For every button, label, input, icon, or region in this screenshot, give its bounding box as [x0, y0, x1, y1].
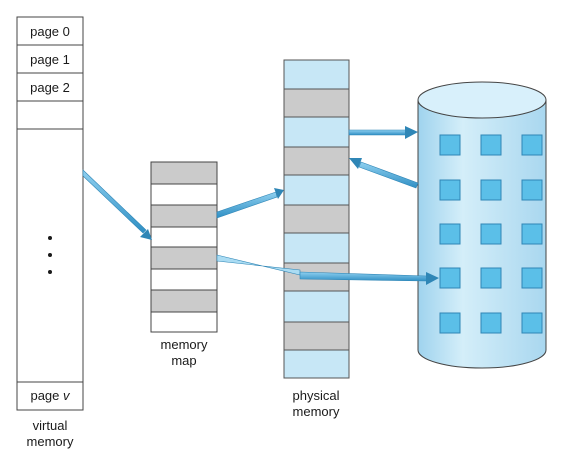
virtual-page-2: page 2 [30, 80, 70, 95]
disk-blocks [439, 134, 543, 334]
disk-block [521, 223, 543, 245]
memory-map-entry [150, 204, 218, 228]
disk-block [439, 267, 461, 289]
virtual-page-1: page 1 [30, 52, 70, 67]
ellipsis-dot [48, 253, 52, 257]
disk-block [439, 312, 461, 334]
physical-memory: physical memory [283, 59, 350, 419]
physical-memory-label-line1: physical [293, 388, 340, 403]
arrow-physical-to-disk [348, 126, 418, 139]
virtual-memory: page 0 page 1 page 2 page v virtual memo… [16, 16, 84, 449]
memory-map: memory map [150, 161, 218, 368]
arrow-virtual-to-map [82, 169, 152, 240]
disk-block [521, 312, 543, 334]
disk-block [480, 223, 502, 245]
disk-block [480, 134, 502, 156]
ellipsis-dot [48, 236, 52, 240]
disk-backing-store [417, 81, 547, 369]
arrow-map-to-disk [216, 254, 439, 285]
virtual-page-0: page 0 [30, 24, 70, 39]
physical-frame [283, 204, 350, 234]
ellipsis-dot [48, 270, 52, 274]
disk-block [480, 179, 502, 201]
disk-block [439, 134, 461, 156]
disk-block [480, 312, 502, 334]
memory-map-label-line1: memory [161, 337, 208, 352]
disk-block [439, 223, 461, 245]
physical-frame [283, 321, 350, 351]
virtual-memory-box [16, 16, 84, 411]
physical-frame [283, 146, 350, 176]
memory-map-entry [150, 289, 218, 313]
memory-map-entry [150, 246, 218, 270]
virtual-memory-label-line2: memory [27, 434, 74, 449]
virtual-page-v: page v [30, 388, 71, 403]
physical-memory-label-line2: memory [293, 404, 340, 419]
disk-block [521, 134, 543, 156]
mapping-arrows [82, 126, 439, 285]
memory-map-entry [150, 161, 218, 185]
memory-map-label-line2: map [171, 353, 196, 368]
disk-block [480, 267, 502, 289]
arrow-disk-to-physical [349, 158, 419, 189]
disk-block [521, 267, 543, 289]
disk-cylinder-top [417, 81, 547, 119]
disk-block [439, 179, 461, 201]
physical-frame [283, 88, 350, 118]
disk-block [521, 179, 543, 201]
arrow-map-to-physical [216, 188, 284, 219]
virtual-memory-label-line1: virtual [33, 418, 68, 433]
